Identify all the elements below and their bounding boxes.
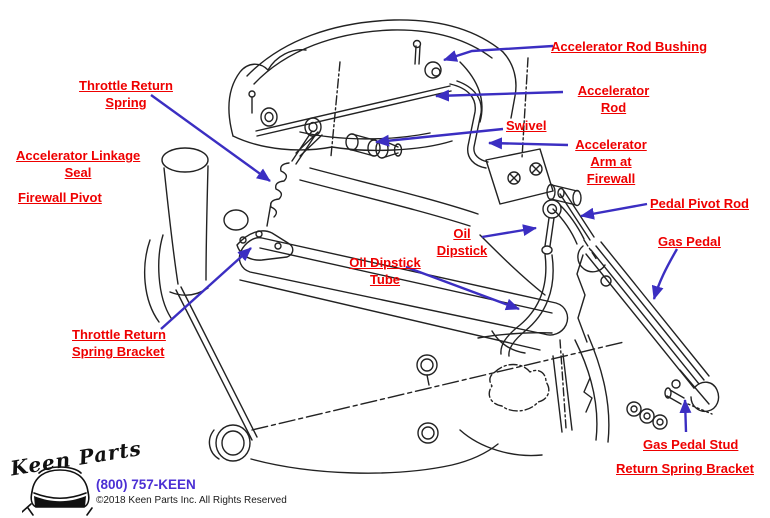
label-line: Gas Pedal (658, 234, 721, 249)
arrow-oil-dipstick-tube (405, 265, 520, 311)
label-line: Rod (600, 100, 627, 115)
label-line: Accelerator Linkage (16, 148, 141, 163)
label-line: Throttle Return (79, 78, 173, 93)
label-return-spring-bracket[interactable]: Return Spring Bracket (616, 460, 754, 477)
label-throttle-return-spring-bracket[interactable]: Throttle Return Spring Bracket (72, 326, 166, 360)
phone-number[interactable]: (800) 757-KEEN (96, 477, 196, 492)
arrow-gas-pedal (651, 248, 679, 300)
label-line: Return Spring Bracket (616, 461, 754, 476)
arrow-oil-dipstick (481, 224, 537, 239)
label-line: Spring (105, 95, 147, 110)
label-line: Oil (453, 226, 471, 241)
arrow-gas-pedal-stud (679, 399, 692, 433)
label-line: Seal (64, 165, 92, 180)
label-gas-pedal[interactable]: Gas Pedal (658, 233, 721, 250)
label-throttle-return-spring[interactable]: Throttle Return Spring (78, 77, 174, 111)
label-line: Spring Bracket (72, 344, 165, 359)
oil-dipstick-tube-drawing (477, 253, 573, 433)
label-line: Arm at (590, 154, 632, 169)
label-line: Accelerator (575, 137, 647, 152)
left-cylinder-drawing (161, 147, 209, 296)
label-accelerator-rod[interactable]: Accelerator Rod (566, 82, 661, 116)
engine-block-drawing (143, 234, 625, 474)
label-line: Throttle Return (72, 327, 166, 342)
label-line: Gas Pedal Stud (643, 437, 739, 452)
label-line: Firewall Pivot (18, 190, 102, 205)
label-line: Dipstick (436, 243, 488, 258)
label-pedal-pivot-rod[interactable]: Pedal Pivot Rod (650, 195, 749, 212)
accelerator-rod-drawing (255, 39, 452, 159)
bellhousing-drawing (459, 334, 610, 457)
label-swivel[interactable]: Swivel (506, 117, 546, 134)
throttle-return-spring-drawing (223, 130, 317, 261)
arrow-throttle-return-spring-bracket (160, 247, 252, 330)
label-line: Swivel (506, 118, 547, 133)
label-pointer-arrows (150, 44, 692, 433)
label-accelerator-arm-at-firewall[interactable]: Accelerator Arm at Firewall (571, 136, 651, 187)
oil-dipstick-drawing (541, 199, 562, 255)
label-line: Pedal Pivot Rod (650, 196, 749, 211)
stud-hardware-drawing (626, 379, 713, 430)
label-oil-dipstick[interactable]: Oil Dipstick (432, 225, 492, 259)
arrow-swivel (375, 127, 504, 147)
copyright-notice: ©2018 Keen Parts Inc. All Rights Reserve… (96, 495, 287, 506)
arrow-accelerator-rod (435, 89, 564, 102)
arrow-throttle-return-spring (150, 94, 271, 182)
carburetor-drawing (228, 19, 529, 227)
label-line: Tube (369, 272, 401, 287)
arrow-accelerator-arm-at-firewall (488, 137, 569, 150)
keen-parts-car-icon (22, 466, 93, 516)
arrow-pedal-pivot-rod (580, 202, 648, 220)
label-line: Firewall (586, 171, 636, 186)
label-line: Oil Dipstick (349, 255, 421, 270)
arrow-accelerator-rod-bushing (443, 44, 554, 62)
label-accelerator-rod-bushing[interactable]: Accelerator Rod Bushing (551, 38, 707, 55)
label-firewall-pivot[interactable]: Firewall Pivot (18, 189, 102, 206)
gas-pedal-drawing (557, 187, 720, 413)
label-oil-dipstick-tube[interactable]: Oil Dipstick Tube (348, 254, 422, 288)
label-line: Accelerator Rod Bushing (551, 39, 708, 54)
label-gas-pedal-stud[interactable]: Gas Pedal Stud (643, 436, 738, 453)
label-line: Accelerator (577, 83, 650, 98)
label-accelerator-linkage-seal[interactable]: Accelerator Linkage Seal (16, 147, 140, 181)
